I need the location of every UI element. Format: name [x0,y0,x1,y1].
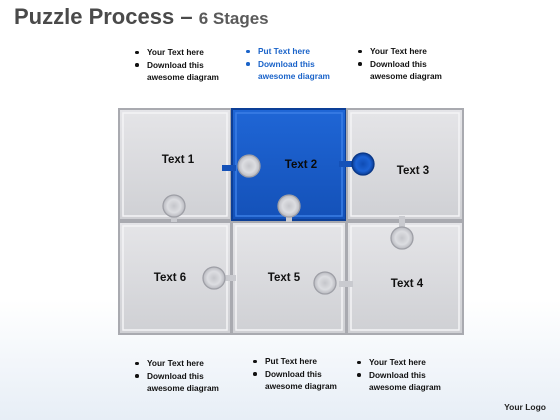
piece-label-5: Text 5 [268,272,301,284]
puzzle-knob [313,271,337,295]
note-bullet: Put Text here [245,45,335,58]
piece-label-1: Text 1 [162,154,195,166]
puzzle-knob [162,194,186,218]
note-bottom-2: Put Text here Download this awesome diag… [252,355,344,393]
note-bottom-3: Your Text here Download this awesome dia… [356,356,448,394]
note-top-2: Put Text here Download this awesome diag… [245,45,335,83]
puzzle-knob [351,152,375,176]
puzzle-knob [202,266,226,290]
knob-neck [399,216,405,232]
note-bullet: Your Text here [134,46,224,59]
note-bullet: Download this awesome diagram [356,369,448,394]
note-top-3: Your Text here Download this awesome dia… [357,45,447,83]
note-bullet: Your Text here [356,356,448,369]
puzzle-knob [390,226,414,250]
note-bullet: Put Text here [252,355,344,368]
knob-neck [222,275,236,281]
note-bullet: Download this awesome diagram [252,368,344,393]
note-bullet: Your Text here [357,45,447,58]
title-dash: – [180,4,193,29]
piece-label-2: Text 2 [285,159,317,171]
knob-neck [222,165,236,171]
puzzle-knob [237,154,261,178]
piece-label-4: Text 4 [391,278,424,290]
logo-text: Your Logo [504,402,546,412]
note-bottom-1: Your Text here Download this awesome dia… [134,357,226,395]
title-main: Puzzle Process [14,4,175,29]
note-bullet: Download this awesome diagram [245,58,335,83]
knob-neck [339,161,353,167]
title-subtitle: 6 Stages [198,9,269,28]
note-bullet: Download this awesome diagram [357,58,447,83]
knob-neck [339,281,353,287]
piece-label-3: Text 3 [397,165,429,177]
page-title: Puzzle Process – 6 Stages [14,4,269,30]
note-bullet: Download this awesome diagram [134,370,226,395]
puzzle-knob [277,194,301,218]
note-top-1: Your Text here Download this awesome dia… [134,46,224,84]
note-bullet: Download this awesome diagram [134,59,224,84]
note-bullet: Your Text here [134,357,226,370]
piece-label-6: Text 6 [154,272,186,284]
puzzle-svg: Text 1 Text 2 Text 3 Text 6 Text 5 Text … [118,108,464,335]
puzzle-diagram: Text 1 Text 2 Text 3 Text 6 Text 5 Text … [118,108,464,336]
